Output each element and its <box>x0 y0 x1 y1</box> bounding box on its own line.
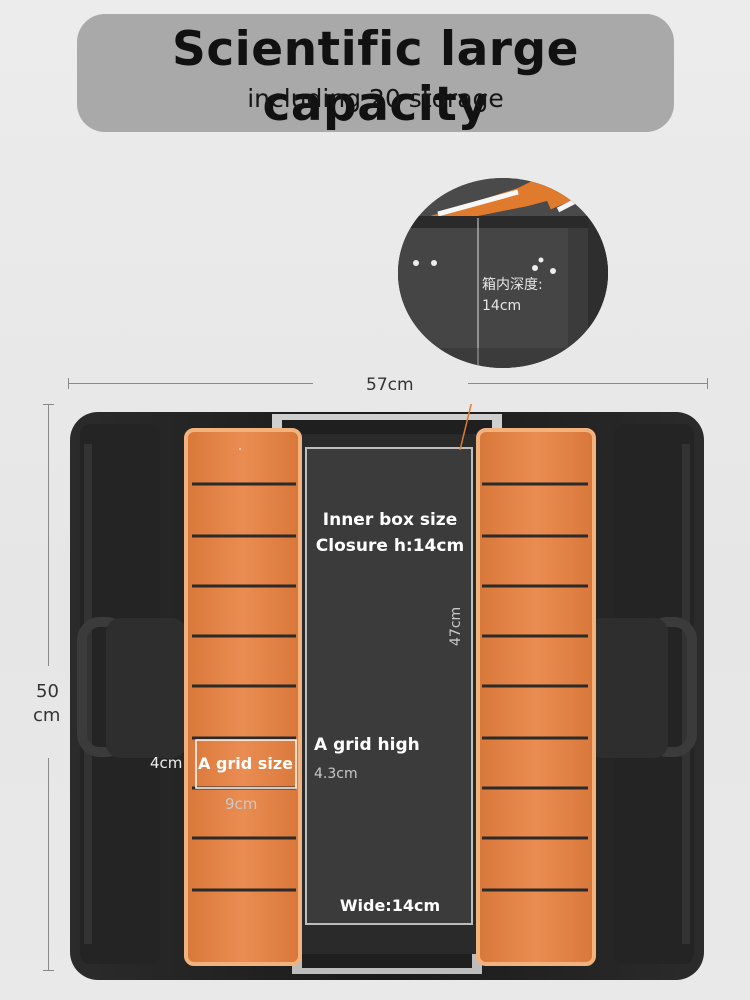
grid-size-label: A grid size <box>198 754 293 773</box>
height-tick-top <box>43 404 54 405</box>
width-tick-right <box>707 378 708 389</box>
inset-illustration <box>398 178 608 368</box>
grid-depth-label: 4cm <box>150 754 183 772</box>
depth-value: 14cm <box>482 298 522 314</box>
outer-height-number: 50 <box>36 681 59 702</box>
height-dimension-line-bottom <box>48 758 49 970</box>
banner-title: Scientific large capacity <box>171 22 580 132</box>
width-dimension-line-right <box>468 383 708 384</box>
grid-high-label: A grid high <box>314 735 420 755</box>
inner-box-closure: Closure h:14cm <box>315 536 465 556</box>
inner-length-label: 47cm <box>448 586 464 646</box>
outer-width-label: 57cm <box>366 375 414 395</box>
inner-wide-label: Wide:14cm <box>339 896 441 915</box>
outer-height-unit: cm <box>33 705 61 726</box>
width-dimension-line-left <box>68 383 313 384</box>
toolbox-illustration <box>70 367 704 980</box>
inner-box-title: Inner box size <box>322 510 458 530</box>
width-tick-left <box>68 378 69 389</box>
grid-high-value: 4.3cm <box>314 766 358 782</box>
inner-length-value: 47cm <box>448 606 464 646</box>
depth-inset-photo <box>398 178 608 368</box>
title-banner <box>77 14 674 132</box>
height-tick-bottom <box>43 970 54 971</box>
toolbox-top-view <box>62 367 712 984</box>
grid-width-label: 9cm <box>225 795 258 813</box>
banner-subtitle: including 20 storage <box>247 84 504 113</box>
depth-label: 箱内深度: <box>482 277 543 293</box>
height-dimension-line-top <box>48 404 49 666</box>
